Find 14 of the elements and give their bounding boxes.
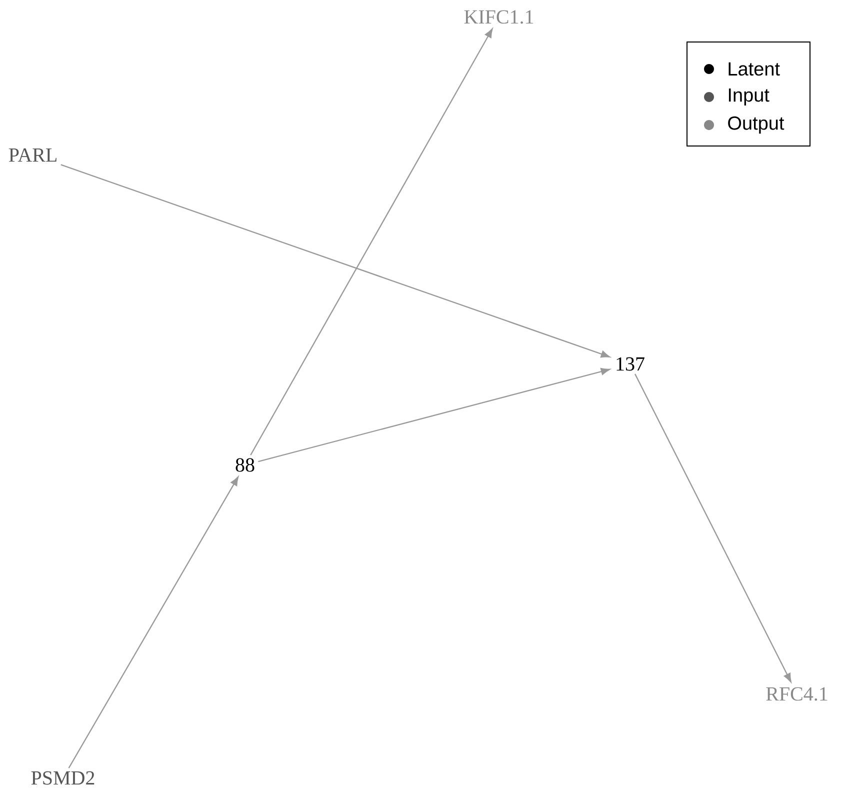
arrow xyxy=(634,374,792,682)
arrow xyxy=(60,164,610,358)
legend-label: Latent xyxy=(728,62,780,76)
legend-label: Output xyxy=(728,116,784,134)
node-label: 137 xyxy=(616,357,644,371)
legend-label: Input xyxy=(728,88,770,106)
arrow xyxy=(258,368,610,462)
arrow xyxy=(68,476,239,768)
arrow xyxy=(250,28,493,456)
node-label: 88 xyxy=(236,458,254,472)
node-label: KIFC1.1 xyxy=(464,10,534,24)
node-label: PSMD2 xyxy=(31,771,94,785)
node-label: RFC4.1 xyxy=(766,687,828,701)
node-label: PARL xyxy=(8,148,56,162)
